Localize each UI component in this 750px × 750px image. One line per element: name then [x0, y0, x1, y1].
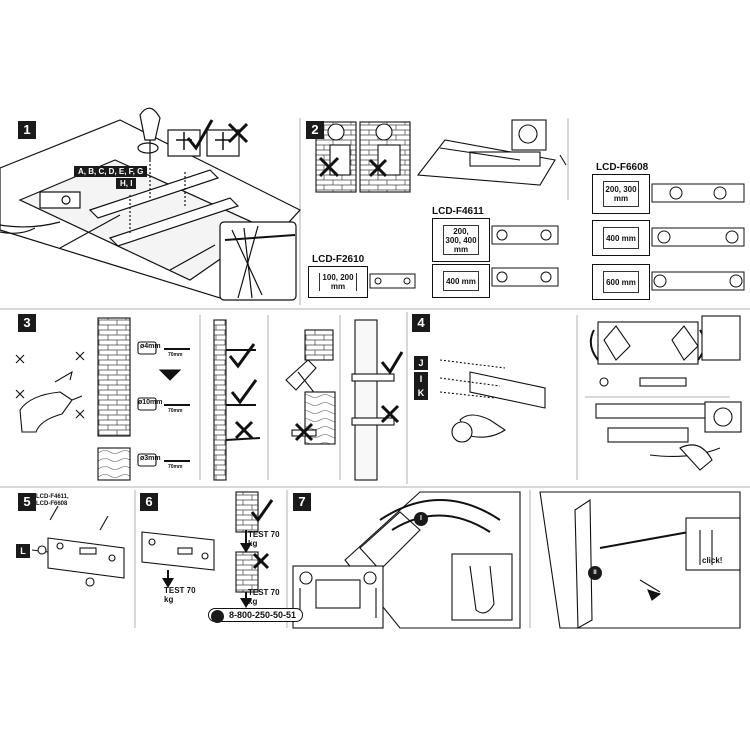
vesa-size-text: 400 mm: [445, 276, 477, 286]
step1-drawing: [0, 107, 301, 301]
cross-icon: [380, 404, 400, 424]
wall-plate: [469, 371, 546, 409]
part-label-k: K: [414, 386, 428, 400]
step7-drawing: [292, 491, 741, 629]
step2-plates: [369, 183, 745, 291]
cross-icon: [252, 552, 270, 570]
drill-size-b: ø10mm: [138, 399, 163, 406]
model-label-f2610: LCD-F2610: [312, 254, 365, 265]
cross-icon: [227, 122, 249, 144]
part-label-l: L: [16, 544, 30, 558]
step-5-badge: 5: [18, 493, 36, 511]
test-load-label-1: TEST 70 kg: [164, 586, 196, 604]
step7-marker-ii: II: [588, 566, 602, 580]
step2-drawing: [315, 119, 567, 193]
vesa-size-text: 100, 200 mm: [320, 273, 356, 291]
step-7-badge: 7: [293, 493, 311, 511]
test-load-label-2: TEST 70 kg: [248, 530, 280, 548]
cross-icon: [294, 422, 314, 442]
vesa-size-text: 400 mm: [605, 233, 637, 243]
section-dividers: [0, 118, 750, 628]
step-6-badge: 6: [140, 493, 158, 511]
step-3-badge: 3: [18, 314, 36, 332]
cross-icon: [368, 158, 388, 178]
step5-drawing: [31, 505, 125, 587]
detail-cable-inset: [219, 221, 297, 301]
step-4-badge: 4: [412, 314, 430, 332]
vesa-size-text: 200, 300, 400 mm: [444, 226, 478, 254]
step-2-badge: 2: [306, 121, 324, 139]
drill-size-c: ø3mm: [140, 455, 161, 462]
drill-depth-a: 70mm: [168, 352, 183, 358]
washer: [137, 142, 159, 154]
step-1-badge: 1: [18, 121, 36, 139]
support-phone-number: 8-800-250-50-51: [229, 610, 297, 620]
vesa-box-f6608-c: 600 mm: [592, 264, 650, 300]
step3-drawing: [15, 317, 395, 481]
hook-inset: [451, 553, 513, 621]
model-label-f6608: LCD-F6608: [596, 162, 649, 173]
check-icon: [186, 119, 214, 151]
vesa-size-text: 200, 300 mm: [604, 185, 638, 203]
vesa-box-f6608-b: 400 mm: [592, 220, 650, 256]
vesa-box-f6608-a: 200, 300 mm: [592, 174, 650, 214]
wall-plate-extended: [47, 537, 125, 579]
drill-depth-b: 70mm: [168, 408, 183, 414]
screw-set-label: A, B, C, D, E, F, G: [74, 166, 148, 177]
hand-screwdriver: [139, 107, 161, 141]
tv-connector-box: [39, 191, 81, 209]
vesa-box-f2610: 100, 200 mm: [308, 266, 368, 298]
check-icon: [228, 343, 256, 369]
test-load-label-3: TEST 70 kg: [248, 588, 280, 606]
check-icon: [250, 499, 274, 523]
vesa-box-f4611-a: 200, 300, 400 mm: [432, 218, 490, 262]
screw-set-alt-label: H, I: [116, 178, 137, 189]
step5-models: LCD-F4611, LCD-F6608: [36, 494, 69, 507]
cross-icon: [234, 420, 254, 440]
power-drill: [19, 391, 73, 433]
model-label-f4611: LCD-F4611: [432, 206, 484, 217]
support-phone: 8-800-250-50-51: [208, 608, 304, 623]
click-inset: [685, 517, 741, 571]
brick-wall: [97, 317, 131, 437]
drill-size-a: ø4mm: [140, 343, 161, 350]
vesa-size-text: 600 mm: [605, 277, 637, 287]
wood-wall: [97, 447, 131, 481]
check-icon: [380, 351, 404, 375]
drill-depth-c: 70mm: [168, 464, 183, 470]
part-label-i: I: [414, 372, 428, 386]
level-plate: [595, 403, 707, 419]
part-label-j: J: [414, 356, 428, 370]
vesa-box-f4611-b: 400 mm: [432, 264, 490, 298]
step6-drawing: [141, 491, 259, 593]
bracket-lower: [108, 197, 240, 247]
cross-icon: [318, 156, 340, 178]
step7-marker-i: I: [414, 512, 428, 526]
check-icon: [230, 379, 258, 405]
step4-drawing: [439, 315, 742, 471]
click-label: click!: [702, 556, 723, 565]
bracket-upper: [88, 169, 220, 219]
phone-icon: [211, 610, 224, 623]
